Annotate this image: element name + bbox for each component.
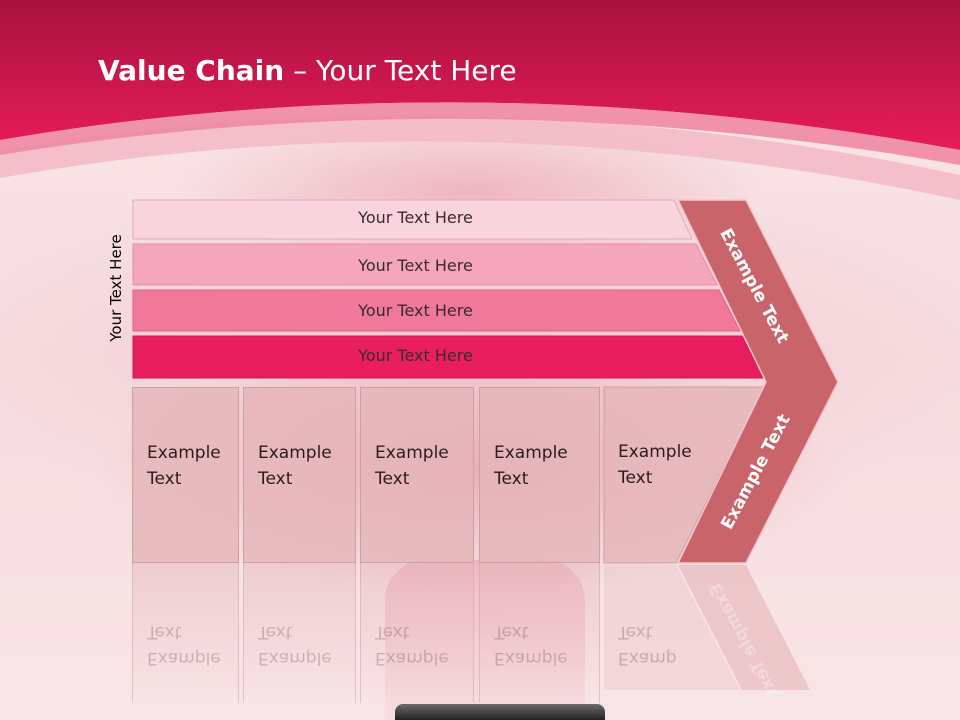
header-curve-light [0,115,960,200]
activity-box-1-line1: Example [147,443,221,463]
activity-box-3-line2: Text [375,469,410,489]
bar-3-shape [132,289,741,332]
bar-2-label: Your Text Here [358,256,473,275]
activity-box-1-reflection-text: Example Text [147,619,238,671]
chevron-arrow [676,199,839,564]
activity-box-3-line1: Example [375,443,449,463]
lip-brush-cap [395,704,605,720]
bar-2-shape [132,243,718,286]
activity-box-4-line2: Text [494,469,529,489]
activity-box-2-reflection-line2: Text [258,622,293,642]
activity-box-5-reflection: Example Text [604,563,676,703]
activity-box-4-line1: Example [494,443,568,463]
activity-box-2-line1: Example [258,443,332,463]
activity-box-1-line2: Text [147,469,182,489]
activity-box-5-line2: Text [618,468,653,488]
last-box-shape [603,386,765,564]
activity-box-3-reflection-text: Example Text [375,619,473,671]
bar-1-label: Your Text Here [358,208,473,227]
activity-box-5-reflection-line1: Example [618,648,676,668]
activity-box-2-reflection-text: Example Text [258,619,355,671]
activity-box-1-reflection-line1: Example [147,648,221,668]
header-curve-mid [0,102,960,165]
activity-box-2-reflection-line1: Example [258,648,332,668]
activity-box-4-reflection-line2: Text [494,622,529,642]
activity-box-1-reflection-line2: Text [147,622,182,642]
activity-box-4-reflection-text: Example Text [494,619,599,671]
activity-box-5-reflection-text: Example Text [618,619,676,671]
lip-brush-image [385,560,585,720]
bar-3-label: Your Text Here [358,301,473,320]
activity-box-2-reflection: Example Text [243,563,356,703]
title-rest: – Your Text Here [284,54,517,87]
last-box-reflection [604,565,740,690]
activity-box-5-reflection-line2: Text [618,622,653,642]
activity-box-4-reflection-line1: Example [494,648,568,668]
header-band [0,0,960,200]
activity-box-3-reflection-line2: Text [375,622,410,642]
activity-box-4-reflection: Example Text [479,563,600,703]
chevron-reflection [678,565,810,690]
bar-4-label: Your Text Here [358,346,473,365]
bar-1-shape [132,199,693,240]
activity-box-5-line1: Example [618,442,692,462]
title-bold: Value Chain [98,54,285,87]
header-fill [0,0,960,150]
slide-title: Value Chain – Your Text Here [98,54,517,87]
activity-box-2-line2: Text [258,469,293,489]
activity-box-1-reflection: Example Text [132,563,239,703]
activity-box-3-reflection-line1: Example [375,648,449,668]
activity-box-3-reflection: Example Text [360,563,474,703]
